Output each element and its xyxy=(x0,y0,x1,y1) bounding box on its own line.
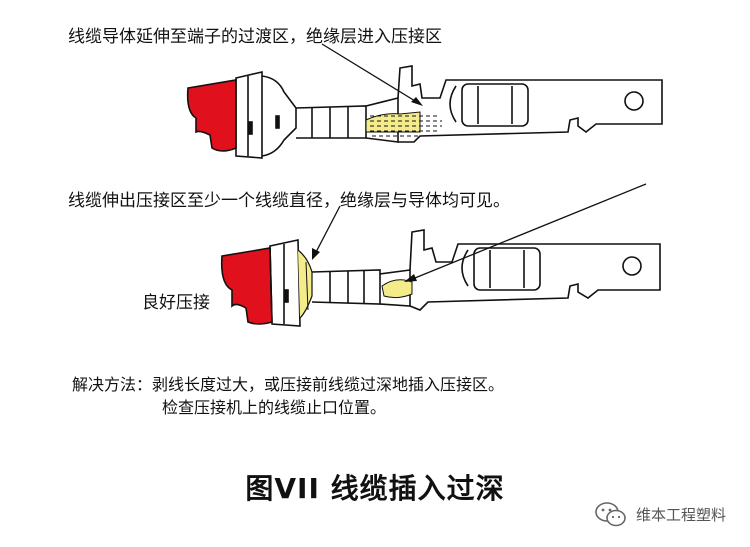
bottom-insulation-barrel xyxy=(269,239,301,327)
top-conductor-barrel xyxy=(295,105,367,139)
middle-caption: 线缆伸出压接区至少一个线缆直径，绝缘层与导体均可见。 xyxy=(68,191,510,211)
top-terminal-body xyxy=(397,65,663,143)
solution-line-2: 检查压接机上的线缆止口位置。 xyxy=(162,398,387,417)
bottom-wire-insulation xyxy=(220,247,273,325)
bottom-pointer-right xyxy=(409,183,647,281)
bottom-terminal xyxy=(220,229,661,327)
bottom-terminal-body xyxy=(409,229,661,311)
top-terminal xyxy=(186,65,663,159)
wechat-icon xyxy=(595,502,626,527)
solution-line-1: 解决方法：剥线长度过大，或压接前线缆过深地插入压接区。 xyxy=(72,375,505,394)
top-insulation-barrel xyxy=(235,70,263,159)
watermark-brand: 维本工程塑料 xyxy=(636,506,727,524)
top-wire-insulation xyxy=(186,79,237,152)
top-caption: 线缆导体延伸至端子的过渡区，绝缘层进入压接区 xyxy=(68,27,442,47)
bottom-pointer-left xyxy=(313,205,341,257)
top-pointer-line xyxy=(321,43,421,105)
good-crimp-label: 良好压接 xyxy=(142,293,210,313)
bottom-conductor-barrel xyxy=(311,269,381,305)
figure-title: 图VII 线缆插入过深 xyxy=(245,472,505,505)
